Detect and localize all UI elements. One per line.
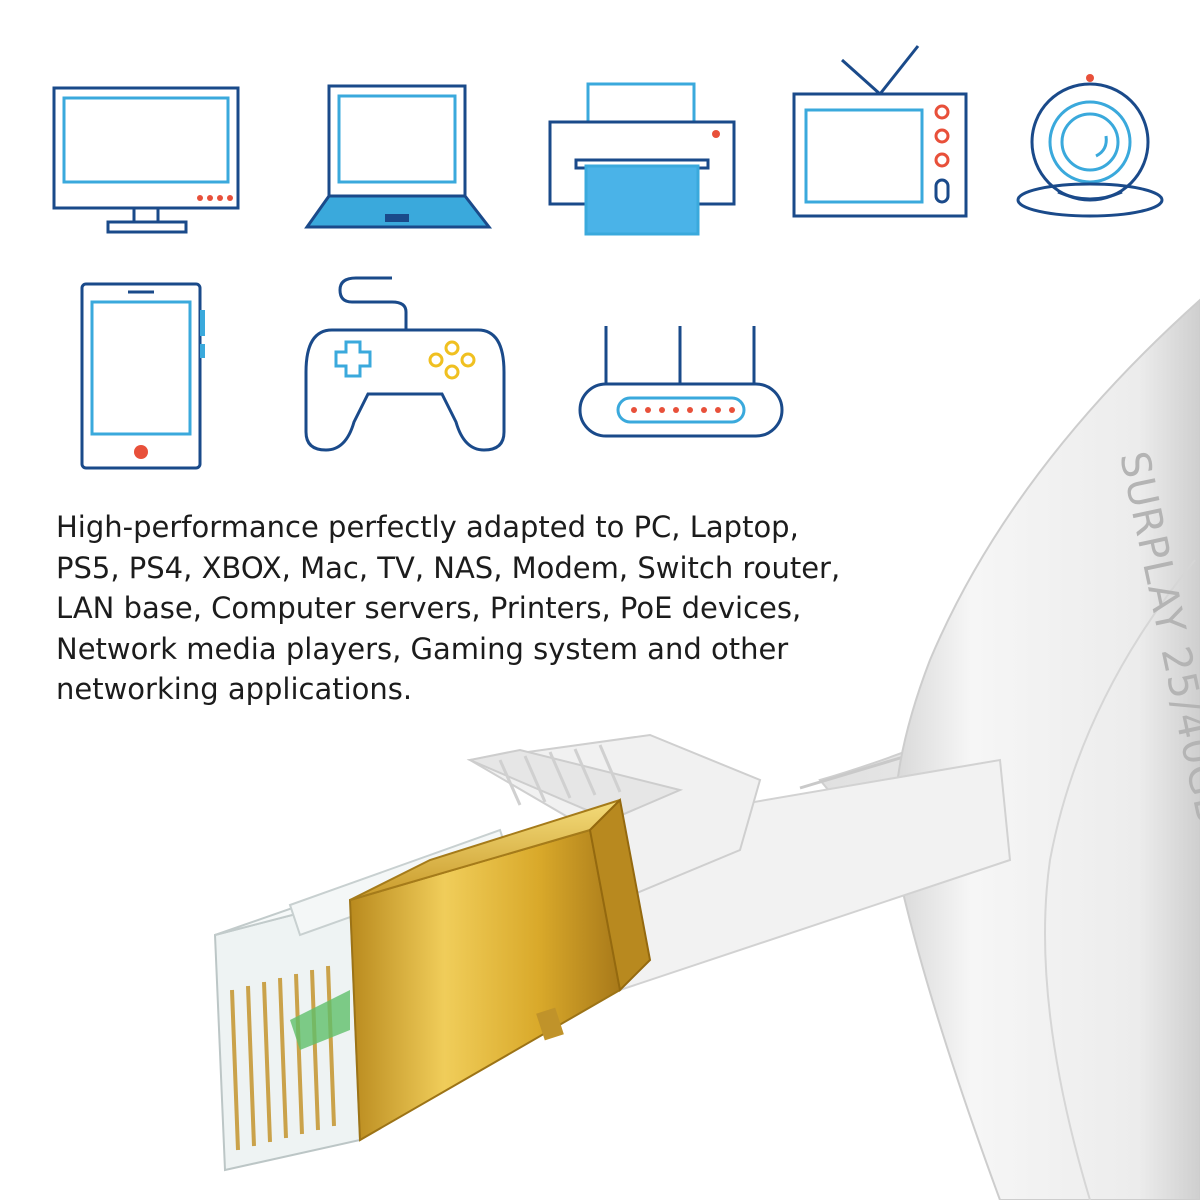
description-line: PS5, PS4, XBOX, Mac, TV, NAS, Modem, Swi… (56, 550, 841, 585)
smartphone-icon (80, 282, 205, 470)
router-icon (578, 326, 784, 438)
printer-icon (548, 82, 736, 236)
compatibility-description: High-performance perfectly adapted to PC… (56, 507, 876, 710)
description-line: LAN base, Computer servers, Printers, Po… (56, 591, 802, 625)
monitor-icon (52, 86, 240, 234)
laptop-icon (304, 84, 493, 229)
description-line: Network media players, Gaming system and… (56, 631, 789, 666)
gamepad-icon (304, 276, 506, 452)
description-line: networking applications. (56, 672, 413, 706)
television-icon (792, 45, 968, 218)
description-line: High-performance perfectly adapted to PC… (56, 510, 799, 544)
webcam-icon (1016, 74, 1164, 218)
